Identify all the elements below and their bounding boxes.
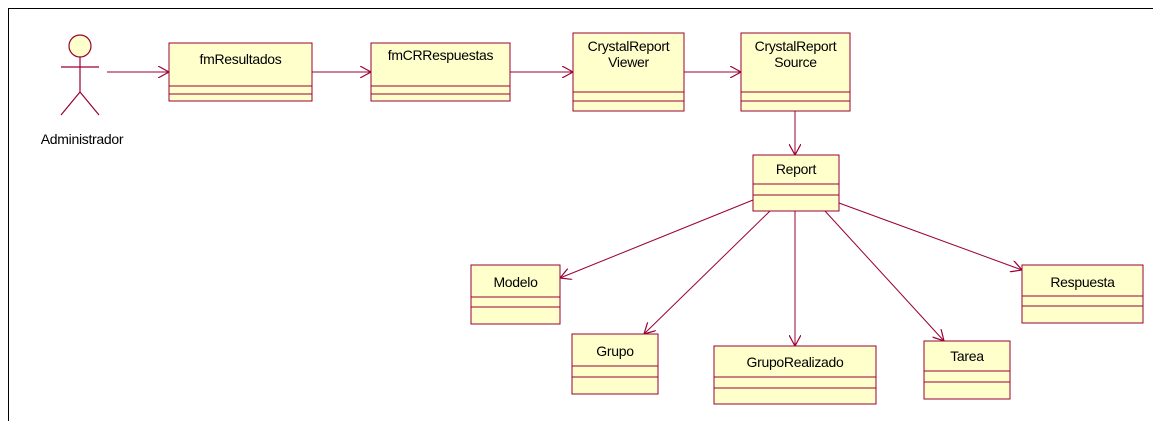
assoc-report-grupo (644, 210, 771, 334)
class-report[interactable]: Report (752, 154, 840, 212)
actor-right-leg (79, 91, 100, 116)
class-fmcrrespuestas-name: fmCRRespuestas (388, 47, 494, 63)
assoc-report-modelo (560, 199, 754, 278)
diagram-frame (8, 8, 1153, 421)
class-crystalreport-source-name-1: CrystalReport (755, 38, 837, 54)
class-tarea[interactable]: Tarea (923, 340, 1011, 400)
class-respuesta-name: Respuesta (1050, 274, 1115, 290)
actor-label: Administrador (41, 131, 124, 147)
class-respuesta[interactable]: Respuesta (1021, 264, 1144, 324)
class-gruporealizado[interactable]: GrupoRealizado (713, 345, 877, 405)
class-report-name: Report (776, 161, 817, 177)
assoc-report-respuesta (838, 202, 1022, 270)
class-grupo[interactable]: Grupo (571, 333, 659, 395)
class-gruporealizado-name: GrupoRealizado (747, 354, 844, 370)
actor-left-leg (60, 91, 81, 116)
class-fmcrrespuestas[interactable]: fmCRRespuestas (370, 42, 511, 102)
class-modelo-name: Modelo (493, 274, 538, 290)
connectors (107, 72, 1022, 346)
actor-administrador[interactable] (60, 34, 100, 116)
class-crystalreport-viewer-name-2: Viewer (608, 54, 649, 70)
class-modelo[interactable]: Modelo (470, 264, 561, 325)
class-crystalreport-viewer[interactable]: CrystalReport Viewer (572, 32, 685, 112)
class-fmresultados[interactable]: fmResultados (168, 42, 313, 102)
class-crystalreport-viewer-name-1: CrystalReport (588, 38, 670, 54)
class-crystalreport-source-name-2: Source (774, 54, 817, 70)
actor-head (68, 34, 92, 58)
class-grupo-name: Grupo (596, 343, 634, 359)
class-tarea-name: Tarea (950, 348, 984, 364)
assoc-report-tarea (824, 210, 944, 341)
class-fmresultados-name: fmResultados (200, 51, 282, 67)
class-crystalreport-source[interactable]: CrystalReport Source (740, 32, 851, 112)
